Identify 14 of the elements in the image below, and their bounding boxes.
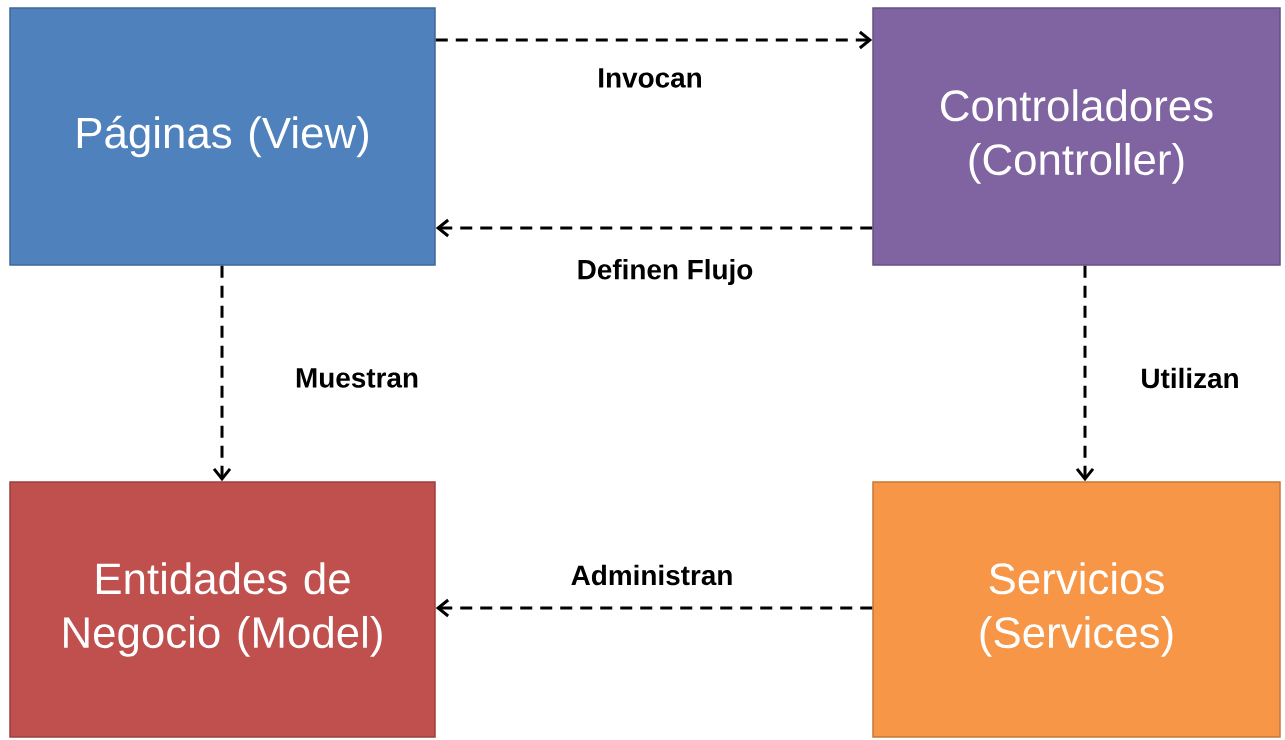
process-box: Páginas (View) — [9, 7, 436, 266]
process-box: Controladores (Controller) — [872, 7, 1281, 266]
process-box: Entidades de Negocio (Model) — [9, 481, 436, 738]
arrow — [212, 265, 232, 482]
process-box: Servicios (Services) — [872, 481, 1281, 738]
edge-label: Invocan — [595, 66, 705, 90]
arrow — [435, 30, 873, 50]
edge-label: Definen Flujo — [574, 257, 756, 287]
arrow — [435, 598, 873, 618]
arrow — [1075, 265, 1095, 482]
edge-label: Utilizan — [1138, 365, 1242, 391]
arrow — [435, 218, 873, 238]
edge-label: Administran — [568, 562, 736, 588]
edge-label: Muestran — [293, 366, 421, 390]
